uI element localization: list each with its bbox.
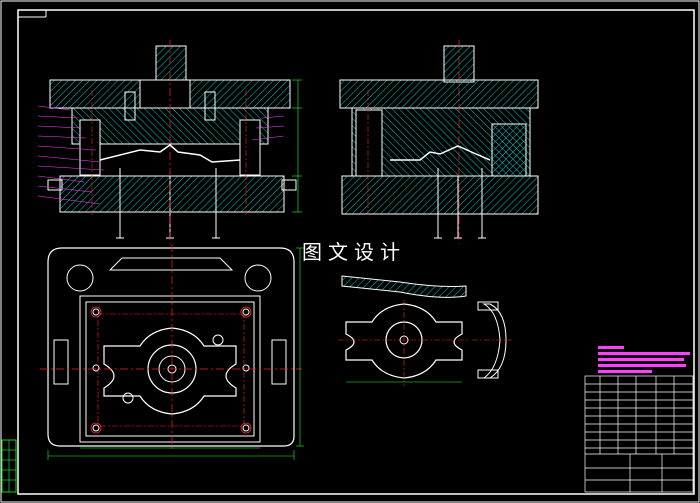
die-assembly-side-view [339, 40, 539, 244]
title-block [584, 375, 694, 493]
left-margin-strip [1, 439, 17, 493]
lower-die-plan-view [40, 244, 304, 460]
technical-notes [598, 346, 690, 373]
part-side-view [472, 301, 512, 379]
watermark-title: 图文设计 [302, 240, 406, 264]
die-assembly-front-view [37, 40, 302, 244]
part-top-view [338, 275, 470, 386]
